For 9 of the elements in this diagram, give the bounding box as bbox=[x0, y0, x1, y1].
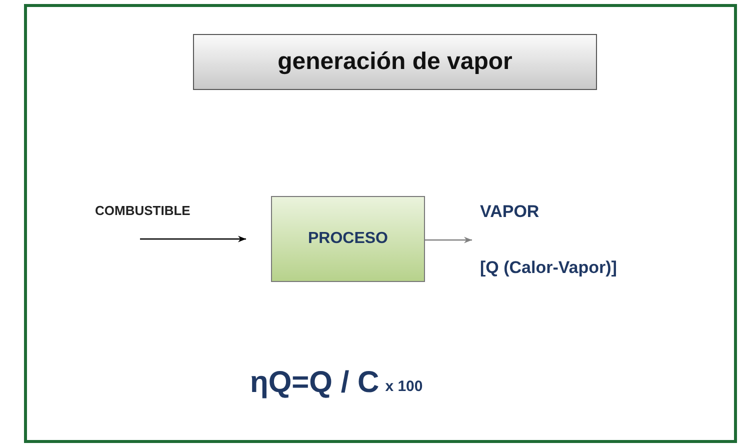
title-box: generación de vapor bbox=[193, 34, 597, 90]
arrow bbox=[425, 236, 472, 244]
edge-label: COMBUSTIBLE bbox=[95, 203, 190, 218]
efficiency-formula: ηQ=Q / C bbox=[250, 366, 380, 400]
output-label: VAPOR bbox=[480, 202, 540, 222]
output-formula: [Q (Calor-Vapor)] bbox=[480, 258, 617, 278]
formula-factor: x 100 bbox=[385, 378, 423, 395]
process-box: PROCESO bbox=[271, 196, 425, 282]
arrow bbox=[140, 236, 246, 242]
